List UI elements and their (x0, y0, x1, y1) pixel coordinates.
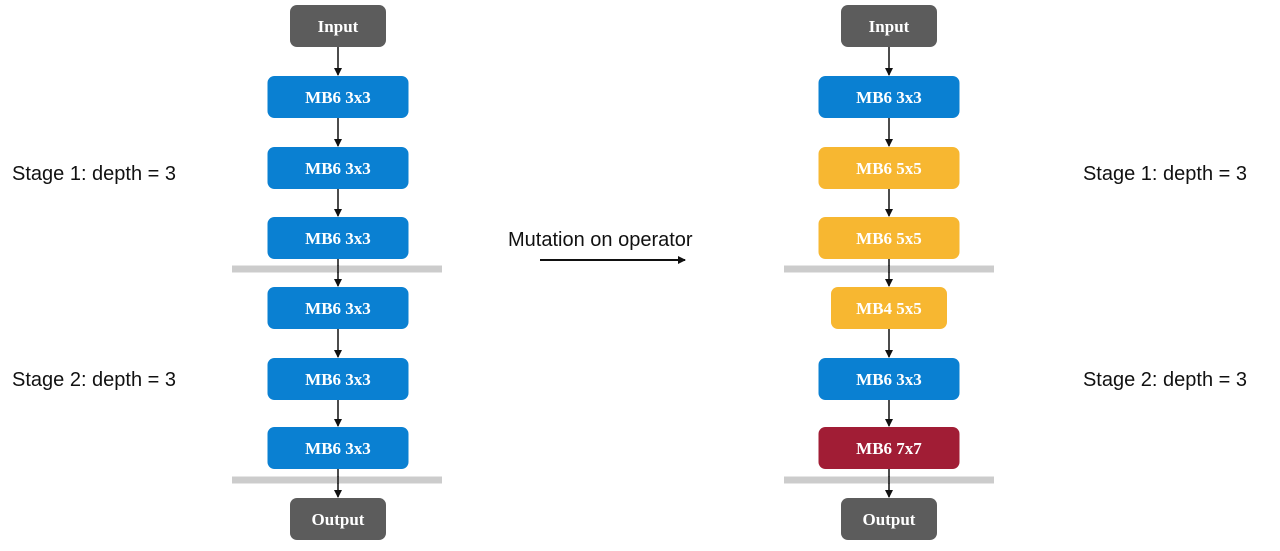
right-node-0 (841, 5, 937, 47)
right-node-label-1: MB6 3x3 (856, 88, 922, 107)
mutation-label: Mutation on operator (508, 229, 693, 251)
right-node-5 (818, 358, 960, 400)
left-node-label-2: MB6 3x3 (305, 159, 371, 178)
right-node-label-5: MB6 3x3 (856, 370, 922, 389)
left-node-6 (267, 427, 409, 469)
right-node-label-4: MB4 5x5 (856, 299, 922, 318)
right-node-label-2: MB6 5x5 (856, 159, 922, 178)
right-node-2 (818, 147, 960, 189)
right-node-label-6: MB6 7x7 (856, 439, 922, 458)
left-node-label-0: Input (318, 17, 359, 36)
left-node-0 (290, 5, 386, 47)
left-node-7 (290, 498, 386, 540)
left-node-5 (267, 358, 409, 400)
right-node-label-0: Input (869, 17, 910, 36)
left-stage2-label: Stage 2: depth = 3 (12, 369, 176, 391)
right-stage2-label: Stage 2: depth = 3 (1083, 369, 1247, 391)
right-stage1-label: Stage 1: depth = 3 (1083, 163, 1247, 185)
right-node-label-3: MB6 5x5 (856, 229, 922, 248)
left-stage-divider-1 (232, 265, 442, 273)
left-node-label-6: MB6 3x3 (305, 439, 371, 458)
left-node-label-1: MB6 3x3 (305, 88, 371, 107)
right-node-1 (818, 76, 960, 118)
left-node-label-5: MB6 3x3 (305, 370, 371, 389)
left-node-label-4: MB6 3x3 (305, 299, 371, 318)
left-node-1 (267, 76, 409, 118)
right-node-4 (831, 287, 947, 329)
left-stage1-label: Stage 1: depth = 3 (12, 163, 176, 185)
right-node-6 (818, 427, 960, 469)
left-node-2 (267, 147, 409, 189)
left-node-3 (267, 217, 409, 259)
left-stage-divider-2 (232, 476, 442, 484)
right-node-label-7: Output (863, 510, 916, 529)
right-node-7 (841, 498, 937, 540)
right-node-3 (818, 217, 960, 259)
left-node-4 (267, 287, 409, 329)
left-node-label-3: MB6 3x3 (305, 229, 371, 248)
left-node-label-7: Output (312, 510, 365, 529)
